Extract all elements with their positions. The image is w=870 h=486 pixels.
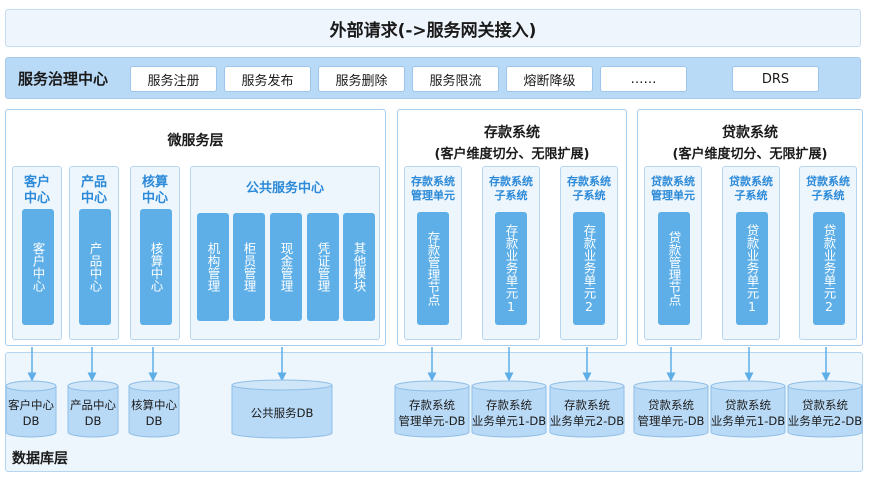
db-loan-unit1: 贷款系统 业务单元1-DB bbox=[708, 395, 788, 431]
db-accounting: 核算中心 DB bbox=[126, 395, 182, 431]
db-cylinder-accounting bbox=[128, 380, 180, 438]
db-loan-unit2-line1: 贷款系统 bbox=[802, 398, 848, 412]
deposit-mgmt-unit-column: 存款系统管理单元 存款管理节点 bbox=[404, 166, 462, 340]
db-cylinder-product bbox=[67, 380, 119, 438]
governance-item-publish: 服务发布 bbox=[224, 66, 311, 92]
loan-mgmt-unit-column: 贷款系统管理单元 贷款管理节点 bbox=[644, 166, 702, 340]
public-service-title: 公共服务中心 bbox=[245, 181, 324, 196]
deposit-business-unit-2: 存款业务单元2 bbox=[573, 212, 605, 325]
loan-mgmt-node: 贷款管理节点 bbox=[658, 212, 690, 325]
db-loan-unit1-line2: 业务单元1-DB bbox=[710, 414, 786, 428]
accounting-center-title: 核算中心 bbox=[141, 175, 168, 206]
db-cylinder-loan-mgmt bbox=[633, 380, 709, 438]
db-deposit-mgmt: 存款系统 管理单元-DB bbox=[392, 395, 472, 431]
db-deposit-mgmt-line2: 管理单元-DB bbox=[398, 414, 466, 428]
module-teller-mgmt: 柜员管理 bbox=[233, 213, 265, 321]
loan-business-unit-2: 贷款业务单元2 bbox=[813, 212, 845, 325]
governance-item-delete: 服务删除 bbox=[318, 66, 405, 92]
deposit-mgmt-node: 存款管理节点 bbox=[417, 212, 449, 325]
database-layer-title: 数据库层 bbox=[12, 451, 68, 467]
db-product-line1: 产品中心 bbox=[70, 398, 116, 412]
customer-center-module: 客户中心 bbox=[22, 209, 54, 325]
loan-system-subtitle: (客户维度切分、无限扩展) bbox=[672, 147, 828, 162]
loan-subsystem-2-title: 贷款系统子系统 bbox=[806, 175, 850, 202]
db-cylinder-loan-unit2 bbox=[787, 380, 863, 438]
db-deposit-unit1-line2: 业务单元1-DB bbox=[471, 414, 547, 428]
loan-subsystem-2-column: 贷款系统子系统 贷款业务单元2 bbox=[799, 166, 857, 340]
db-product: 产品中心 DB bbox=[65, 395, 121, 431]
db-deposit-unit2: 存款系统 业务单元2-DB bbox=[547, 395, 627, 431]
db-cylinder-customer bbox=[5, 380, 57, 438]
db-loan-unit1-line1: 贷款系统 bbox=[725, 398, 771, 412]
governance-center-bar: 服务治理中心 服务注册 服务发布 服务删除 服务限流 熔断降级 …… DRS bbox=[5, 57, 861, 99]
loan-business-unit-1: 贷款业务单元1 bbox=[736, 212, 768, 325]
module-cash-mgmt: 现金管理 bbox=[270, 213, 302, 321]
loan-subsystem-1-title: 贷款系统子系统 bbox=[729, 175, 773, 202]
db-deposit-unit2-line1: 存款系统 bbox=[564, 398, 610, 412]
governance-title: 服务治理中心 bbox=[18, 69, 109, 88]
module-institution-mgmt: 机构管理 bbox=[197, 213, 229, 321]
db-accounting-line2: DB bbox=[145, 414, 163, 428]
deposit-system-subtitle: (客户维度切分、无限扩展) bbox=[434, 147, 590, 162]
db-loan-unit2: 贷款系统 业务单元2-DB bbox=[785, 395, 865, 431]
loan-mgmt-unit-title: 贷款系统管理单元 bbox=[651, 175, 695, 202]
db-public-line1: 公共服务DB bbox=[250, 406, 314, 420]
governance-item-drs: DRS bbox=[732, 66, 819, 92]
accounting-center-column: 核算中心 核算中心 bbox=[130, 166, 180, 340]
db-cylinder-deposit-unit1 bbox=[471, 380, 547, 438]
db-cylinder-public bbox=[231, 379, 333, 439]
deposit-business-unit-1: 存款业务单元1 bbox=[495, 212, 527, 325]
product-center-column: 产品中心 产品中心 bbox=[69, 166, 119, 340]
db-loan-unit2-line2: 业务单元2-DB bbox=[787, 414, 863, 428]
db-public: 公共服务DB bbox=[232, 395, 332, 431]
microservice-layer-title: 微服务层 bbox=[167, 133, 224, 149]
db-customer-line1: 客户中心 bbox=[8, 398, 54, 412]
db-deposit-unit1: 存款系统 业务单元1-DB bbox=[469, 395, 549, 431]
loan-system-panel: 贷款系统 (客户维度切分、无限扩展) 贷款系统管理单元 贷款管理节点 贷款系统子… bbox=[637, 109, 863, 346]
customer-center-column: 客户中心 客户中心 bbox=[12, 166, 62, 340]
db-loan-mgmt: 贷款系统 管理单元-DB bbox=[631, 395, 711, 431]
external-request-title: 外部请求(->服务网关接入) bbox=[329, 20, 537, 41]
db-product-line2: DB bbox=[84, 414, 102, 428]
db-loan-mgmt-line1: 贷款系统 bbox=[648, 398, 694, 412]
microservice-layer-panel: 微服务层 客户中心 客户中心 产品中心 产品中心 核算中心 核算中心 公共服务中… bbox=[5, 109, 386, 346]
db-cylinder-deposit-mgmt bbox=[394, 380, 470, 438]
module-other: 其他模块 bbox=[343, 213, 375, 321]
deposit-subsystem-2-title: 存款系统子系统 bbox=[567, 175, 611, 202]
db-cylinder-loan-unit1 bbox=[710, 380, 786, 438]
deposit-system-panel: 存款系统 (客户维度切分、无限扩展) 存款系统管理单元 存款管理节点 存款系统子… bbox=[397, 109, 627, 346]
public-service-center: 公共服务中心 机构管理 柜员管理 现金管理 凭证管理 其他模块 bbox=[190, 166, 380, 340]
db-cylinder-deposit-unit2 bbox=[549, 380, 625, 438]
module-voucher-mgmt: 凭证管理 bbox=[307, 213, 339, 321]
external-request-bar: 外部请求(->服务网关接入) bbox=[5, 9, 861, 47]
deposit-system-title: 存款系统 bbox=[484, 125, 540, 141]
governance-item-ratelimit: 服务限流 bbox=[412, 66, 499, 92]
db-customer-line2: DB bbox=[22, 414, 40, 428]
db-loan-mgmt-line2: 管理单元-DB bbox=[637, 414, 705, 428]
deposit-subsystem-1-title: 存款系统子系统 bbox=[489, 175, 533, 202]
db-deposit-mgmt-line1: 存款系统 bbox=[409, 398, 455, 412]
customer-center-title: 客户中心 bbox=[23, 175, 50, 206]
db-customer: 客户中心 DB bbox=[3, 395, 59, 431]
loan-subsystem-1-column: 贷款系统子系统 贷款业务单元1 bbox=[722, 166, 780, 340]
deposit-mgmt-unit-title: 存款系统管理单元 bbox=[411, 175, 455, 202]
deposit-subsystem-1-column: 存款系统子系统 存款业务单元1 bbox=[482, 166, 540, 340]
loan-system-title: 贷款系统 bbox=[722, 125, 778, 141]
db-deposit-unit2-line2: 业务单元2-DB bbox=[549, 414, 625, 428]
product-center-title: 产品中心 bbox=[80, 175, 107, 206]
product-center-module: 产品中心 bbox=[79, 209, 111, 325]
db-accounting-line1: 核算中心 bbox=[131, 398, 177, 412]
governance-item-circuit-breaker: 熔断降级 bbox=[506, 66, 593, 92]
deposit-subsystem-2-column: 存款系统子系统 存款业务单元2 bbox=[560, 166, 618, 340]
accounting-center-module: 核算中心 bbox=[140, 209, 172, 325]
governance-item-more: …… bbox=[600, 66, 687, 92]
db-deposit-unit1-line1: 存款系统 bbox=[486, 398, 532, 412]
governance-item-register: 服务注册 bbox=[130, 66, 217, 92]
